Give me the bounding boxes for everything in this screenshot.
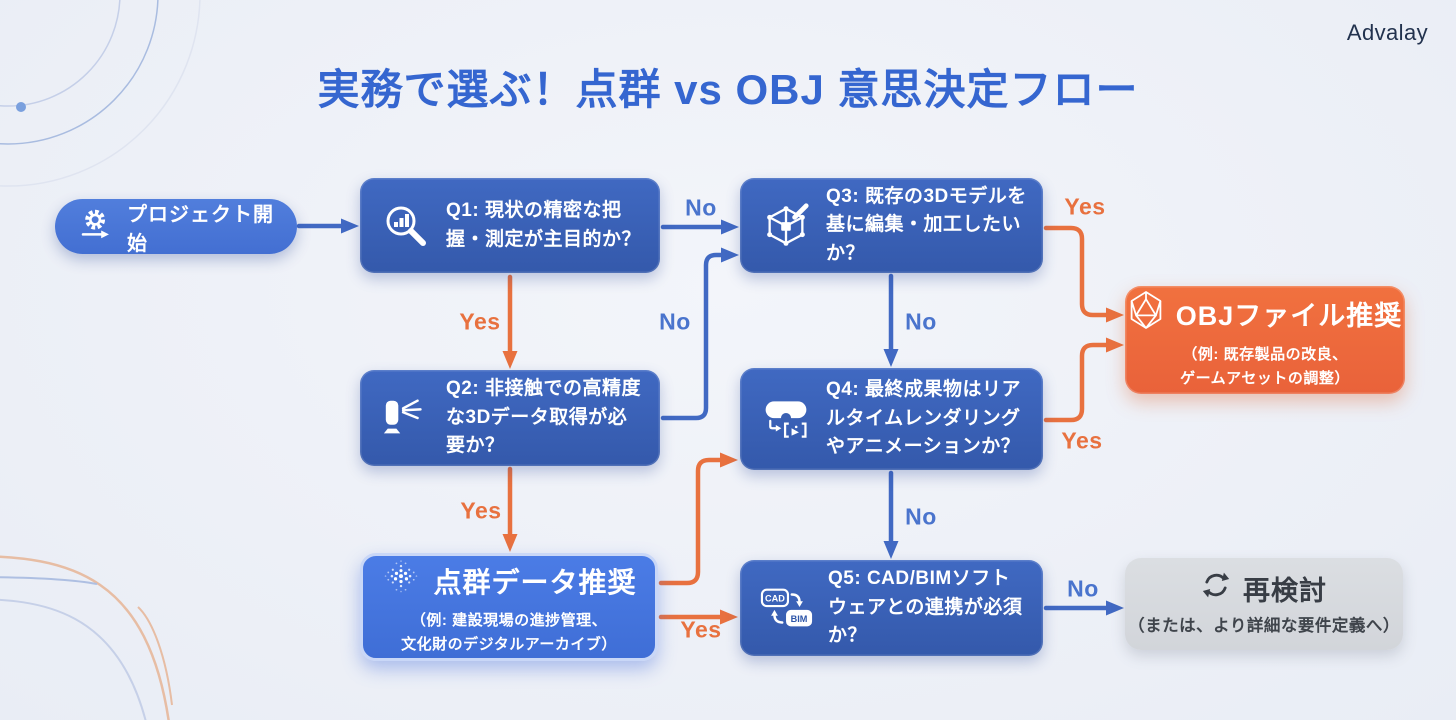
pointcloud-result-node: 点群データ推奨 （例: 建設現場の進捗管理、 文化財のデジタルアーカイブ） xyxy=(360,553,658,661)
brand-logo: Advalay xyxy=(1346,20,1428,45)
bim-chip-label: BIM xyxy=(791,614,808,624)
reconsider-result-note: （または、より詳細な要件定義へ） xyxy=(1128,616,1400,635)
q5-label: Q5: CAD/BIMソフトウェアとの連携が必須か？ xyxy=(828,568,1023,647)
icosahedron-icon xyxy=(1128,290,1164,337)
q4-label: Q4: 最終成果物はリアルタイムレンダリングやアニメーションか？ xyxy=(826,379,1021,458)
edge-label-q1-no: No xyxy=(685,194,717,221)
q4-node: Q4: 最終成果物はリアルタイムレンダリングやアニメーションか？ xyxy=(740,368,1043,470)
reconsider-result-title: 再検討 xyxy=(1243,575,1327,606)
edge-label-q2-yes: Yes xyxy=(460,497,502,524)
3d-scanner-icon xyxy=(380,396,432,440)
edge-label-q3-no: No xyxy=(905,308,937,335)
edge-label-q3-yes: Yes xyxy=(1064,193,1106,220)
obj-result-examples: （例: 既存製品の改良、 ゲームアセットの調整） xyxy=(1180,346,1350,387)
edge-q4-yes-to-obj xyxy=(1043,337,1124,423)
mesh-edit-icon xyxy=(760,202,812,250)
q5-node: CAD BIM Q5: CAD/BIMソフトウェアとの連携が必須か？ xyxy=(740,560,1043,656)
pointcloud-result-examples: （例: 建設現場の進捗管理、 文化財のデジタルアーカイブ） xyxy=(401,612,617,653)
edge-q2-no-to-q3 xyxy=(660,247,739,421)
page-title: 実務で選ぶ！点群 vs OBJ 意思決定フロー xyxy=(317,66,1139,113)
edge-label-q4-yes: Yes xyxy=(1061,427,1103,454)
obj-result-node: OBJファイル推奨 （例: 既存製品の改良、 ゲームアセットの調整） xyxy=(1125,286,1405,394)
q3-node: Q3: 既存の3Dモデルを基に編集・加工したいか？ xyxy=(740,178,1043,273)
reconsider-result-node: 再検討 （または、より詳細な要件定義へ） xyxy=(1125,558,1403,650)
cad-bim-swap-icon: CAD BIM xyxy=(760,582,814,634)
edge-q3-yes-to-obj xyxy=(1043,225,1124,323)
cad-chip-label: CAD xyxy=(765,594,785,604)
point-cloud-icon xyxy=(381,558,421,603)
refresh-icon xyxy=(1201,570,1231,607)
edge-label-q2-no: No xyxy=(659,308,691,335)
obj-result-title: OBJファイル推奨 xyxy=(1175,301,1403,332)
edge-pointcloud-to-q4 xyxy=(658,452,738,586)
edge-label-q5-yes: Yes xyxy=(680,616,722,643)
start-label: プロジェクト開始 xyxy=(127,203,274,255)
start-node: プロジェクト開始 xyxy=(55,199,297,255)
edge-label-q5-no: No xyxy=(1067,575,1099,602)
pointcloud-result-title: 点群データ推奨 xyxy=(433,566,637,598)
edge-label-q1-yes: Yes xyxy=(459,308,501,335)
edge-label-q4-no: No xyxy=(905,503,937,530)
q2-label: Q2: 非接触での高精度な3Dデータ取得が必要か？ xyxy=(446,378,641,457)
q1-node: Q1: 現状の精密な把握・測定が主目的か？ xyxy=(360,178,660,273)
q2-node: Q2: 非接触での高精度な3Dデータ取得が必要か？ xyxy=(360,370,660,466)
q1-label: Q1: 現状の精密な把握・測定が主目的か？ xyxy=(446,200,642,250)
q3-label: Q3: 既存の3Dモデルを基に編集・加工したいか？ xyxy=(826,185,1027,264)
gear-arrow-icon xyxy=(77,206,115,248)
magnifier-chart-icon xyxy=(380,202,432,250)
vr-headset-icon xyxy=(760,396,812,442)
